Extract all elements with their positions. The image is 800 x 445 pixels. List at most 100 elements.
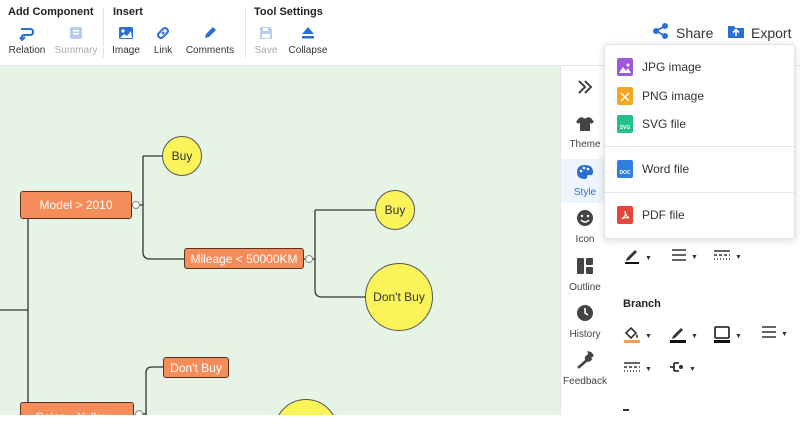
word-file-icon: DOC xyxy=(617,160,633,178)
branch-line-color-dropdown[interactable]: ▼ xyxy=(669,325,698,348)
save-icon xyxy=(258,24,274,42)
png-file-icon xyxy=(617,87,633,105)
mindmap-node-partial[interactable]: Color = Yellow xyxy=(20,402,134,415)
group-title-add-component: Add Component xyxy=(8,6,94,18)
dashed-lines-icon xyxy=(713,248,731,267)
summary-button[interactable]: Summary xyxy=(54,24,98,60)
pen-icon xyxy=(202,24,218,42)
caret-down-icon: ▼ xyxy=(735,333,742,340)
sidebar-item-label: Theme xyxy=(569,139,601,150)
share-icon xyxy=(652,22,670,43)
export-item-label: Word file xyxy=(642,162,690,176)
mindmap-node-dont-buy[interactable]: Don't Buy xyxy=(365,263,433,331)
caret-down-icon: ▼ xyxy=(689,366,696,373)
summary-icon xyxy=(68,24,84,42)
caret-down-icon: ▼ xyxy=(735,254,742,261)
comments-button[interactable]: Comments xyxy=(185,24,235,60)
connector-lines xyxy=(0,155,375,415)
caret-down-icon: ▼ xyxy=(645,255,652,262)
clock-icon xyxy=(576,304,594,325)
wrench-icon xyxy=(576,351,594,372)
export-png-item[interactable]: PNG image xyxy=(617,85,786,107)
mindmap-node-model[interactable]: Model > 2010 xyxy=(20,191,132,219)
comments-label: Comments xyxy=(185,45,235,56)
export-icon xyxy=(727,22,745,43)
mindmap-node-buy[interactable]: Buy xyxy=(375,190,415,230)
export-button[interactable]: Export xyxy=(727,22,791,43)
dash-style-dropdown[interactable]: ▼ xyxy=(713,248,742,267)
collapse-label: Collapse xyxy=(288,45,328,56)
export-svg-item[interactable]: SVG SVG file xyxy=(617,113,786,135)
link-button[interactable]: Link xyxy=(151,24,175,60)
connector-style-dropdown[interactable]: ▼ xyxy=(669,360,696,379)
border-dropdown[interactable]: ▼ xyxy=(713,325,742,348)
export-item-label: JPG image xyxy=(642,60,702,74)
sidebar-item-label: Feedback xyxy=(563,376,607,387)
export-pdf-item[interactable]: PDF file xyxy=(617,204,786,226)
group-title-insert: Insert xyxy=(113,6,143,18)
branch-dash-dropdown[interactable]: ▼ xyxy=(623,360,652,379)
share-button[interactable]: Share xyxy=(652,22,713,43)
jpg-file-icon xyxy=(617,58,633,76)
mindmap-canvas[interactable]: Model > 2010 Buy Mileage < 50000KM Buy D… xyxy=(0,66,560,415)
save-label: Save xyxy=(254,45,278,56)
caret-down-icon: ▼ xyxy=(691,254,698,261)
pen-color-icon xyxy=(623,248,641,269)
shirt-icon xyxy=(576,116,594,135)
mindmap-node-mileage[interactable]: Mileage < 50000KM xyxy=(184,248,304,269)
collapse-toggle[interactable] xyxy=(305,255,313,263)
side-toolbar: Theme Style Icon Outline History Feedbac… xyxy=(560,66,610,415)
sidebar-item-label: History xyxy=(569,329,601,340)
eject-icon xyxy=(300,24,316,42)
outline-icon xyxy=(576,257,594,278)
next-section-hint xyxy=(623,409,629,411)
svg-file-icon: SVG xyxy=(617,115,633,133)
fill-color-dropdown[interactable]: ▼ xyxy=(623,325,652,348)
link-label: Link xyxy=(153,45,173,56)
paint-bucket-icon xyxy=(623,325,641,348)
sidebar-item-theme[interactable]: Theme xyxy=(561,116,609,156)
sidebar-item-icon[interactable]: Icon xyxy=(561,209,609,249)
export-item-label: PNG image xyxy=(642,89,705,103)
sidebar-item-label: Outline xyxy=(569,282,601,293)
export-jpg-item[interactable]: JPG image xyxy=(617,56,786,78)
menu-divider xyxy=(605,192,794,193)
toolbar-divider xyxy=(245,8,246,58)
image-button[interactable]: Image xyxy=(112,24,140,60)
sidebar-item-feedback[interactable]: Feedback xyxy=(561,351,609,391)
export-dropdown-menu: JPG image PNG image SVG SVG file DOC Wor… xyxy=(604,44,795,239)
text-color-dropdown[interactable]: ▼ xyxy=(623,248,652,269)
save-button[interactable]: Save xyxy=(254,24,278,60)
sidebar-item-style[interactable]: Style xyxy=(561,159,609,203)
toolbar-divider xyxy=(103,8,104,58)
export-word-item[interactable]: DOC Word file xyxy=(617,158,786,180)
smiley-icon xyxy=(576,209,594,230)
collapse-button[interactable]: Collapse xyxy=(288,24,328,60)
caret-down-icon: ▼ xyxy=(691,333,698,340)
caret-down-icon: ▼ xyxy=(645,333,652,340)
sidebar-item-label: Icon xyxy=(575,234,595,245)
lines-icon xyxy=(671,248,687,267)
link-icon xyxy=(155,24,171,42)
pdf-file-icon xyxy=(617,206,633,224)
relation-icon xyxy=(18,24,36,42)
caret-down-icon: ▼ xyxy=(781,331,788,338)
sidebar-item-outline[interactable]: Outline xyxy=(561,257,609,297)
line-style-dropdown[interactable]: ▼ xyxy=(671,248,698,267)
mindmap-node-buy[interactable]: Buy xyxy=(162,136,202,176)
border-box-icon xyxy=(713,325,731,348)
menu-divider xyxy=(605,146,794,147)
export-label: Export xyxy=(751,24,792,41)
sidebar-item-history[interactable]: History xyxy=(561,304,609,344)
mindmap-node-dont-buy-label[interactable]: Don't Buy xyxy=(163,357,229,378)
export-item-label: PDF file xyxy=(642,208,685,222)
branch-section-title: Branch xyxy=(623,298,661,310)
relation-button[interactable]: Relation xyxy=(8,24,46,60)
expand-panel-icon[interactable] xyxy=(577,80,593,99)
collapse-toggle[interactable] xyxy=(132,201,140,209)
collapse-toggle[interactable] xyxy=(135,410,143,415)
summary-label: Summary xyxy=(54,45,98,56)
caret-down-icon: ▼ xyxy=(645,366,652,373)
branch-line-weight-dropdown[interactable]: ▼ xyxy=(761,325,788,344)
group-title-tool-settings: Tool Settings xyxy=(254,6,323,18)
